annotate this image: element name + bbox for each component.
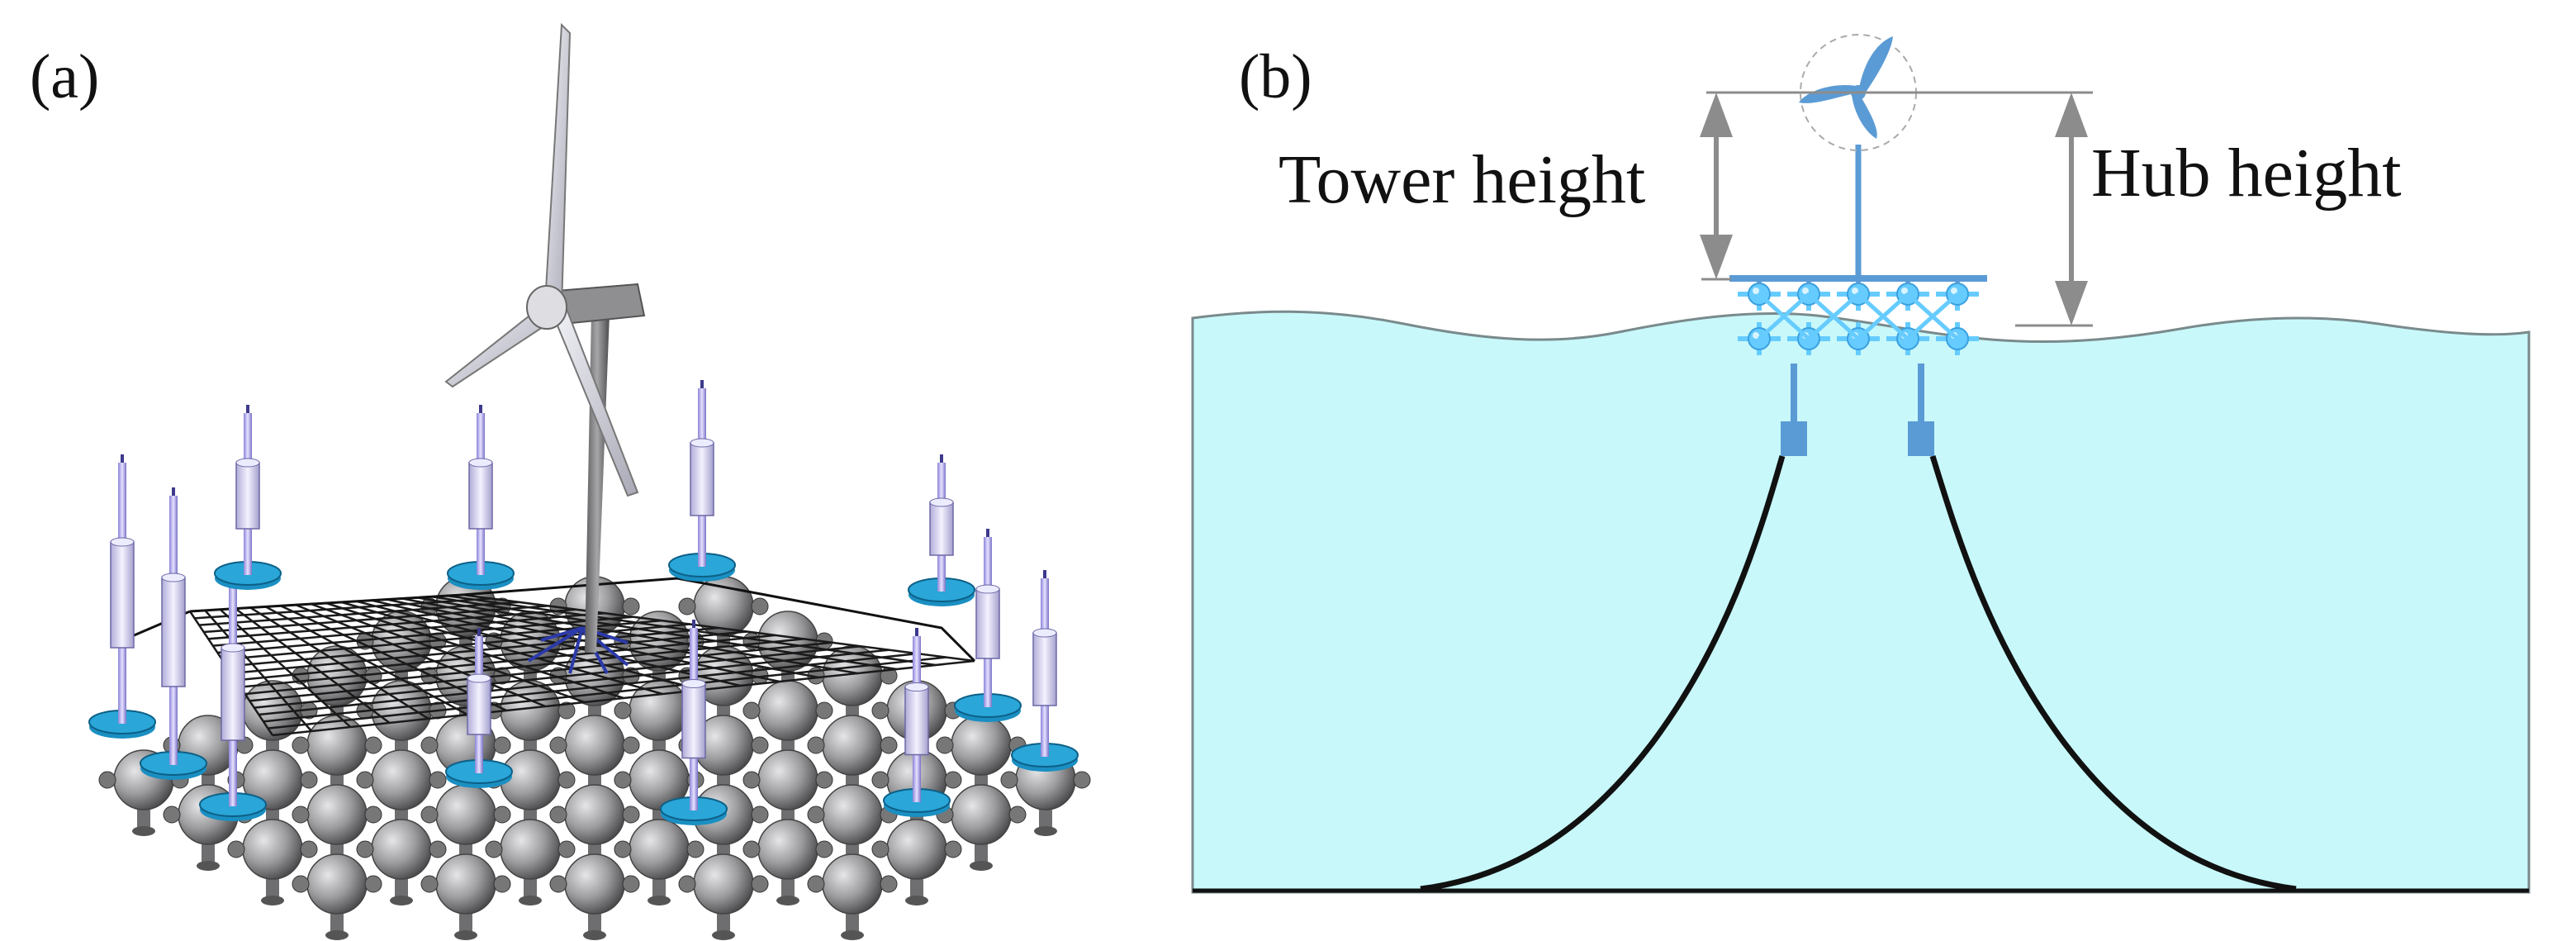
floating-module-array-schematic (1738, 278, 1979, 355)
mooring-line-right (1929, 454, 2297, 892)
floating-module (420, 853, 511, 940)
rotor-blades-schematic (1799, 36, 1893, 139)
mooring-post (140, 487, 207, 780)
panel-b-label: (b) (1239, 42, 1312, 112)
mooring-buoys (88, 380, 1079, 825)
rotor-hub (526, 285, 567, 330)
floating-module (807, 853, 898, 940)
mooring-buoy-left (1781, 421, 1807, 456)
schematic-brace (1857, 292, 1909, 340)
floating-module (356, 819, 447, 905)
floating-module (549, 853, 640, 940)
floating-module (227, 819, 318, 905)
grid-line (272, 659, 975, 737)
floating-module (485, 819, 576, 905)
mooring-post (1011, 570, 1079, 772)
mooring-post (445, 628, 513, 788)
tower-height-label: Tower height (1279, 141, 1645, 218)
panel-a-3d-render: (a) (30, 22, 1091, 940)
schematic-brace (1807, 292, 1860, 340)
mooring-post (199, 570, 267, 821)
floating-module (98, 749, 189, 836)
mooring-post (88, 454, 156, 739)
floating-module (614, 819, 704, 905)
mooring-line-left (1420, 455, 1786, 892)
floating-module (678, 853, 769, 940)
schematic-brace (1906, 292, 1959, 340)
floating-module-array (98, 576, 1091, 940)
mooring-buoy-right (1908, 421, 1934, 456)
mooring-post (908, 454, 975, 606)
floating-module (936, 715, 1027, 801)
grid-line (462, 593, 975, 663)
hub-height-label: Hub height (2091, 135, 2402, 211)
tower-height-dimension (1700, 91, 2093, 281)
mooring-post (660, 620, 728, 825)
platform-deck (1729, 275, 1987, 282)
schematic-brace (1758, 292, 1810, 340)
mooring-post (668, 380, 736, 582)
grid-line (268, 656, 946, 730)
hub-height-dimension (2015, 93, 2093, 327)
grid-line (263, 652, 918, 723)
mooring-post (214, 405, 282, 590)
floating-module (678, 576, 769, 663)
sea-body (1191, 310, 2531, 894)
floating-module (292, 853, 382, 940)
floating-module (871, 819, 962, 905)
floating-module (742, 819, 833, 905)
grid-line (432, 595, 897, 671)
mooring-post (883, 628, 951, 817)
grid-line (259, 649, 890, 716)
grid-edge (189, 577, 976, 663)
wind-turbine-3d (444, 22, 646, 674)
mooring-post (954, 529, 1022, 722)
panel-a-label: (a) (30, 42, 99, 112)
mooring-post (447, 405, 515, 590)
